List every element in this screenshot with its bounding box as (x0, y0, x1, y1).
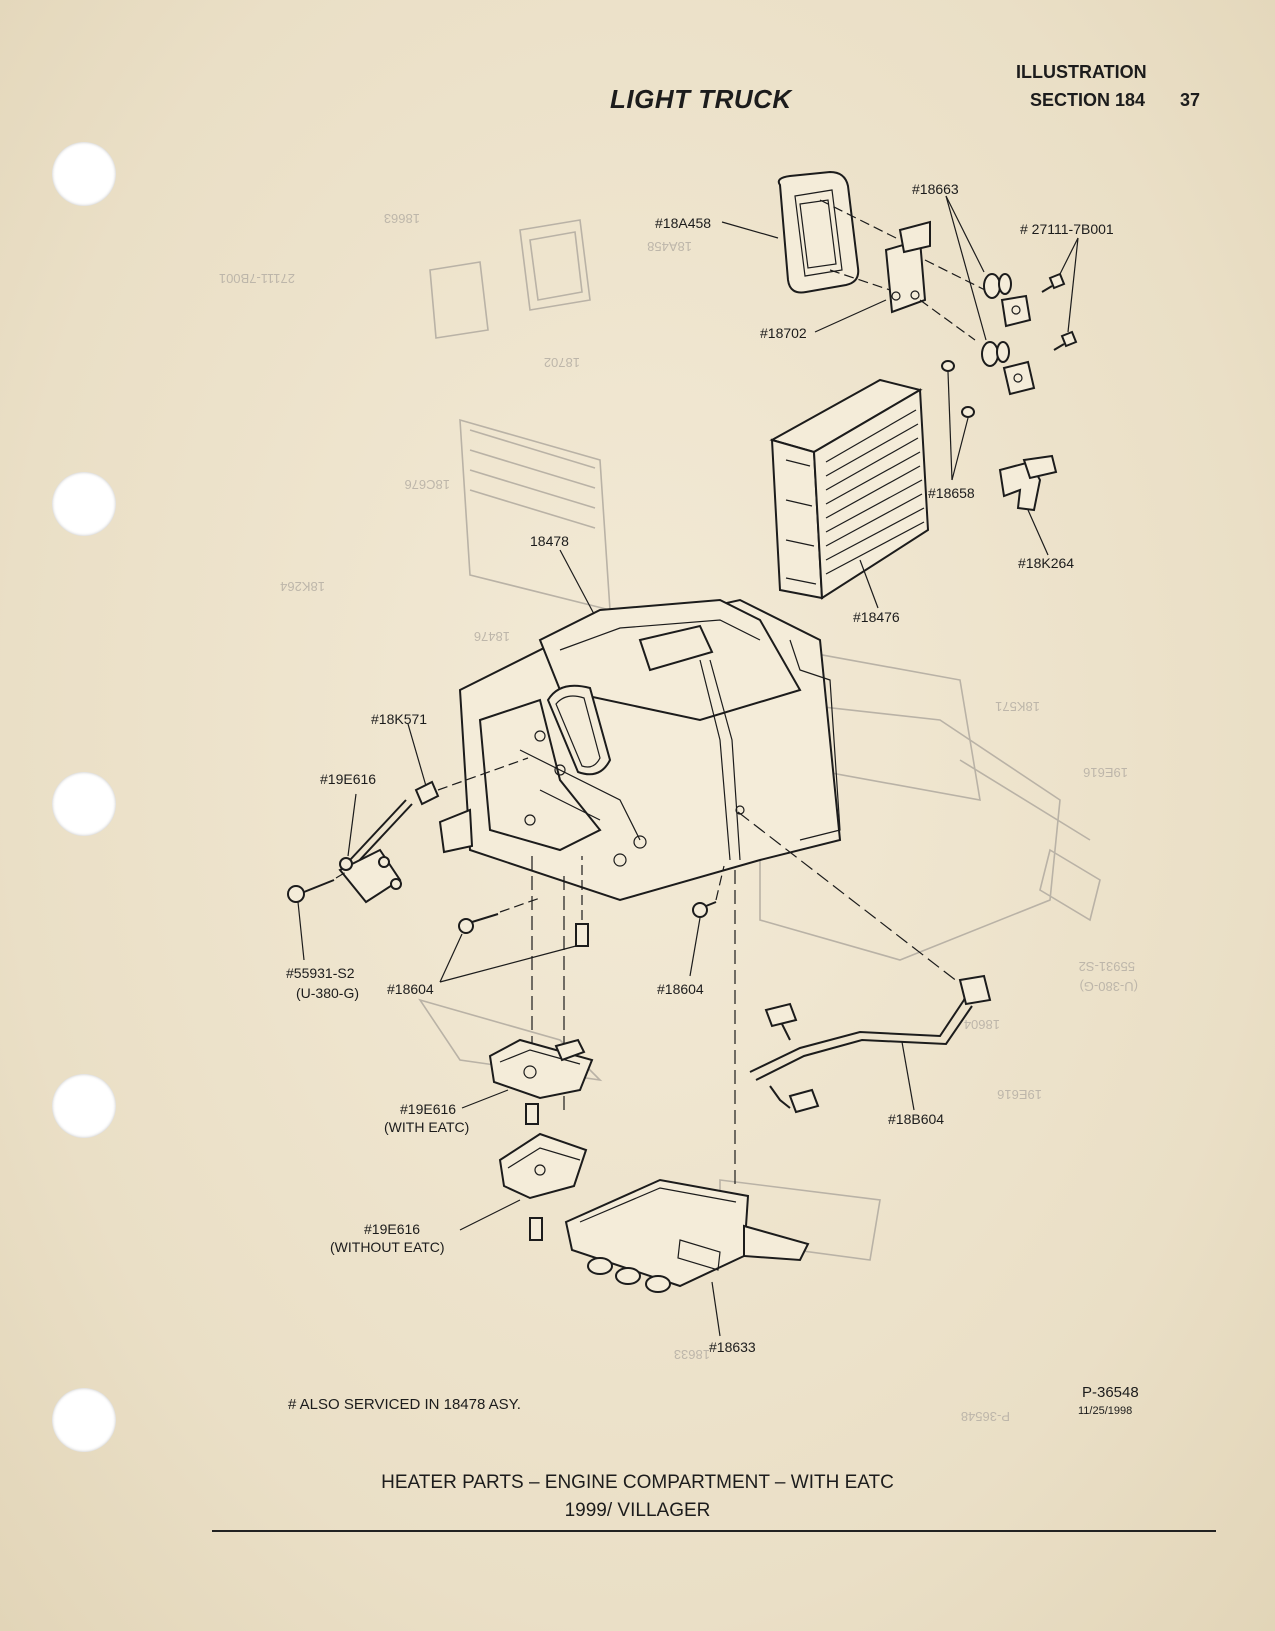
label-with-eatc: (WITH EATC) (384, 1119, 469, 1135)
page-number: 37 (1180, 90, 1201, 110)
figure-caption: HEATER PARTS – ENGINE COMPARTMENT – WITH… (381, 1472, 894, 1493)
svg-text:19E616: 19E616 (997, 1087, 1042, 1102)
section-heading: SECTION 184 (1030, 90, 1146, 110)
binder-hole (52, 142, 116, 206)
label-18702: #18702 (760, 325, 807, 341)
fittings-18663 (981, 273, 1036, 396)
bolts-27111-7b001 (1041, 272, 1078, 351)
label-without-eatc: (WITHOUT EATC) (330, 1239, 445, 1255)
label-18663: #18663 (912, 181, 959, 197)
reference-date: 11/25/1998 (1078, 1405, 1133, 1417)
reference-number: P-36548 (1082, 1384, 1139, 1401)
illustration-heading: ILLUSTRATION (1016, 62, 1147, 82)
svg-text:P-36548: P-36548 (961, 1409, 1010, 1424)
binder-hole (52, 772, 116, 836)
label-19e616-with-eatc: #19E616 (400, 1101, 456, 1117)
label-18604-right: #18604 (657, 981, 704, 997)
screws-18604 (458, 856, 725, 947)
svg-text:18663: 18663 (384, 211, 420, 226)
page-title: LIGHT TRUCK (610, 84, 792, 114)
label-18476: #18476 (853, 609, 900, 625)
actuator-19e616-upper (338, 848, 402, 904)
label-18633: #18633 (709, 1339, 756, 1355)
label-18b604: #18B604 (888, 1111, 944, 1127)
svg-text:18476: 18476 (474, 629, 510, 644)
label-55931-s2: #55931-S2 (286, 965, 355, 981)
footnote: # ALSO SERVICED IN 18478 ASY. (288, 1396, 521, 1413)
svg-text:19E616: 19E616 (1083, 765, 1128, 780)
label-18k264: #18K264 (1018, 555, 1074, 571)
label-19e616-upper: #19E616 (320, 771, 376, 787)
svg-text:18633: 18633 (674, 1347, 710, 1362)
seal-18a458 (777, 170, 860, 294)
svg-text:18702: 18702 (544, 355, 580, 370)
label-18658: #18658 (928, 485, 975, 501)
actuator-19e616-without-eatc (498, 1132, 588, 1241)
leader-lines (297, 195, 1079, 1337)
svg-text:27111-7B001: 27111-7B001 (219, 271, 295, 286)
binder-hole (52, 1388, 116, 1452)
evaporator-core-18476 (769, 378, 930, 600)
label-18k571: #18K571 (371, 711, 427, 727)
binder-hole (52, 472, 116, 536)
label-18a458: #18A458 (655, 215, 711, 231)
svg-text:18K571: 18K571 (995, 699, 1040, 714)
clip-18k571 (414, 780, 440, 806)
svg-text:(U-380-G): (U-380-G) (1079, 979, 1138, 994)
label-27111-7b001: # 27111-7B001 (1020, 221, 1114, 237)
svg-text:18K264: 18K264 (280, 579, 325, 594)
svg-text:55931-S2: 55931-S2 (1079, 959, 1135, 974)
svg-text:18604: 18604 (964, 1017, 1000, 1032)
heater-case-18478 (438, 598, 842, 902)
screw-55931-s2 (287, 871, 347, 903)
bracket-18k264 (998, 454, 1058, 512)
bottom-rule (212, 1530, 1216, 1532)
actuator-19e616-with-eatc (488, 1038, 594, 1125)
svg-text:18C676: 18C676 (404, 477, 450, 492)
label-18478: 18478 (530, 533, 569, 549)
label-u-380-g: (U-380-G) (296, 985, 359, 1001)
lower-housing-18633 (564, 1178, 810, 1293)
gasket-18658 (941, 360, 955, 372)
gasket-18658 (961, 406, 975, 418)
svg-text:18A458: 18A458 (647, 239, 692, 254)
label-18604-left: #18604 (387, 981, 434, 997)
plate-18702 (884, 220, 931, 314)
binder-hole (52, 1074, 116, 1138)
label-19e616-without-eatc: #19E616 (364, 1221, 420, 1237)
figure-subcaption: 1999/ VILLAGER (564, 1500, 711, 1521)
wiring-harness-18b604 (749, 974, 992, 1114)
